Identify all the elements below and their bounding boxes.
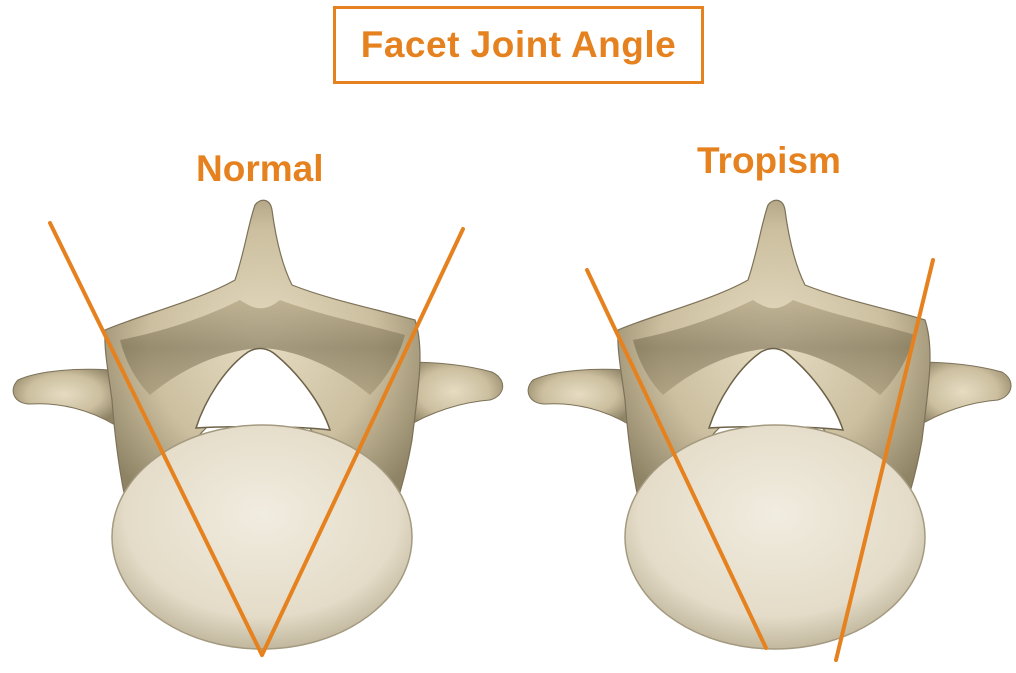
vertebra-normal — [13, 200, 503, 655]
transverse-process-left — [528, 369, 630, 425]
transverse-process-left — [13, 369, 115, 425]
vertebral-body — [625, 425, 925, 649]
vertebral-body — [112, 425, 412, 649]
vertebra-tropism — [528, 200, 1011, 660]
